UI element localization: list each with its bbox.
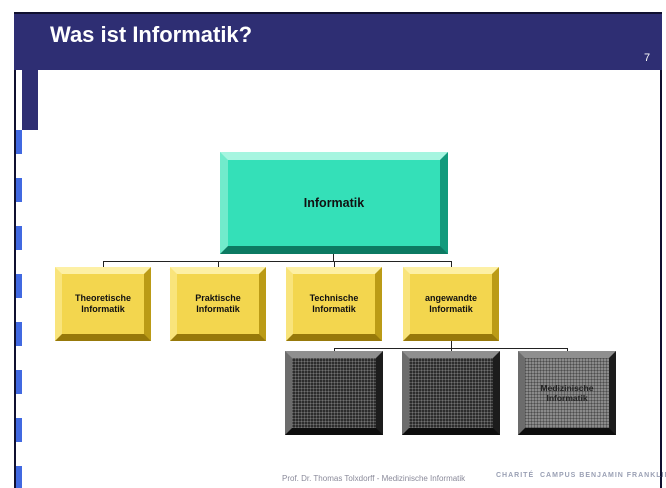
box-sub-2 xyxy=(402,351,500,435)
box-sub-1 xyxy=(285,351,383,435)
connector-root-down xyxy=(333,254,334,262)
footer-logo-campus: CAMPUS BENJAMIN FRANKLIN xyxy=(540,472,666,479)
connector-angewandte-down xyxy=(451,341,452,349)
box-informatik: Informatik xyxy=(220,152,448,254)
slide-frame-right xyxy=(660,14,662,488)
connector-sub-1 xyxy=(334,348,335,351)
connector-sub-2 xyxy=(451,348,452,351)
connector-level1-horizontal xyxy=(103,261,452,262)
footer-text: Prof. Dr. Thomas Tolxdorff - Medizinisch… xyxy=(282,474,466,483)
title-accent xyxy=(22,70,38,130)
box-praktische-informatik-label: Praktische Informatik xyxy=(195,293,241,314)
box-praktische-informatik: Praktische Informatik xyxy=(170,267,266,341)
box-medizinische-informatik-label: Medizinische Informatik xyxy=(540,383,594,403)
footer-logo-charite: CHARITÉ xyxy=(496,472,535,479)
box-theoretische-informatik-label: Theoretische Informatik xyxy=(74,293,132,314)
slide-frame-top xyxy=(14,12,662,14)
box-informatik-label: Informatik xyxy=(303,196,365,210)
slide-number: 7 xyxy=(644,52,651,64)
slide-frame-left xyxy=(14,14,16,488)
connector-technische xyxy=(334,261,335,267)
connector-angewandte xyxy=(451,261,452,267)
title-bar xyxy=(14,14,662,70)
box-medizinische-informatik: Medizinische Informatik xyxy=(518,351,616,435)
slide-title: Was ist Informatik? xyxy=(50,22,253,47)
box-theoretische-informatik: Theoretische Informatik xyxy=(55,267,151,341)
box-angewandte-informatik: angewandte Informatik xyxy=(403,267,499,341)
box-technische-informatik: Technische Informatik xyxy=(286,267,382,341)
connector-theoretische xyxy=(103,261,104,267)
box-technische-informatik-label: Technische Informatik xyxy=(309,293,359,314)
left-stripe-decoration xyxy=(16,130,22,488)
connector-praktische xyxy=(218,261,219,267)
connector-sub-3 xyxy=(567,348,568,351)
box-angewandte-informatik-label: angewandte Informatik xyxy=(424,293,477,314)
